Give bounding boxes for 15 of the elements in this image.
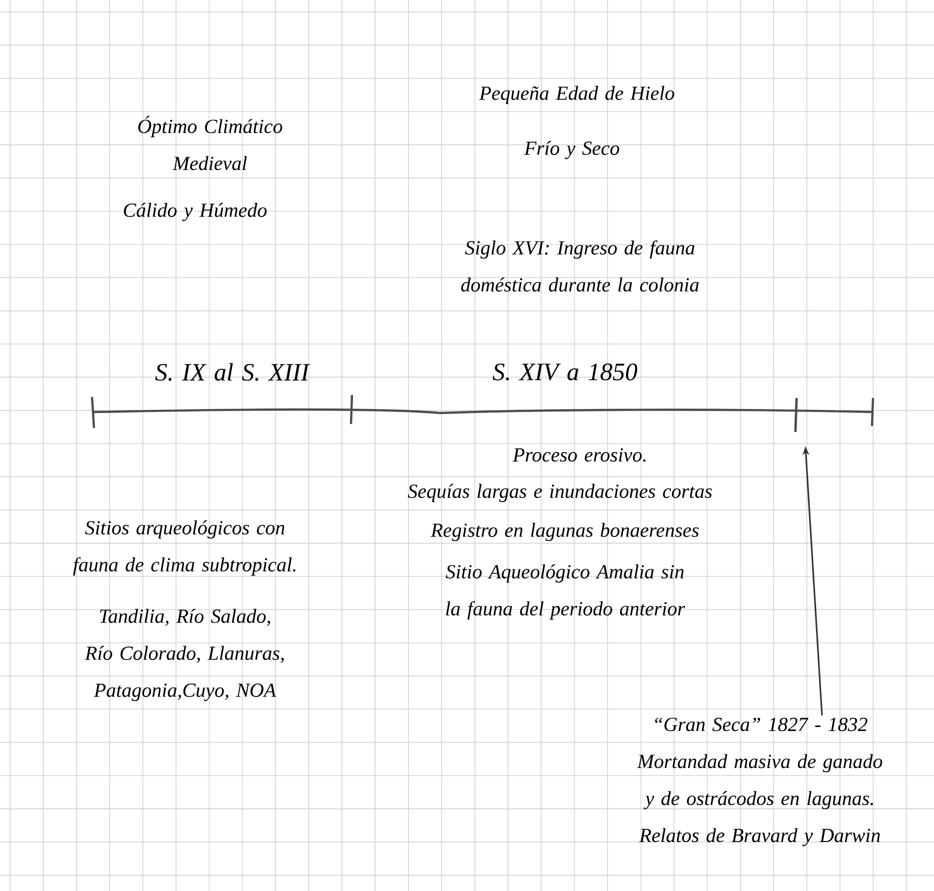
label-text: Pequeña Edad de Hielo: [479, 86, 674, 104]
label-text: Proceso erosivo.: [512, 448, 646, 462]
label-text: Sitios arqueológicos con fauna de clima subtropical.: [73, 520, 296, 576]
label-text: S. XIV a 1850: [492, 364, 638, 380]
label-text: Tandilia, Río Salado, Río Colorado, Llanuras, Patagonia,Cuyo, NOA: [84, 608, 284, 702]
note-text: “Gran Seca” 1827 - 1832 Mortandad masiva de ganado y de ostrácodos en lagunas. Relatos de Bravard y Darwin: [637, 718, 882, 846]
label-text: Sitio Aqueológico Amalia sin la fauna del periodo anterior: [446, 564, 686, 620]
label-text: Sequías largas e inundaciones cortas: [408, 484, 712, 502]
label-text: Frío y Seco: [524, 140, 620, 160]
label-text: Registro en lagunas bonaerenses: [430, 522, 699, 542]
label-text: Cálido y Húmedo: [124, 202, 267, 222]
label-text: Siglo XVI: Ingreso de fauna doméstica durante la colonia: [461, 240, 699, 292]
label-text: Óptimo Climático Medieval: [138, 116, 282, 170]
tick-mark: [794, 398, 798, 432]
label-text: S. IX al S. XIII: [155, 363, 310, 381]
